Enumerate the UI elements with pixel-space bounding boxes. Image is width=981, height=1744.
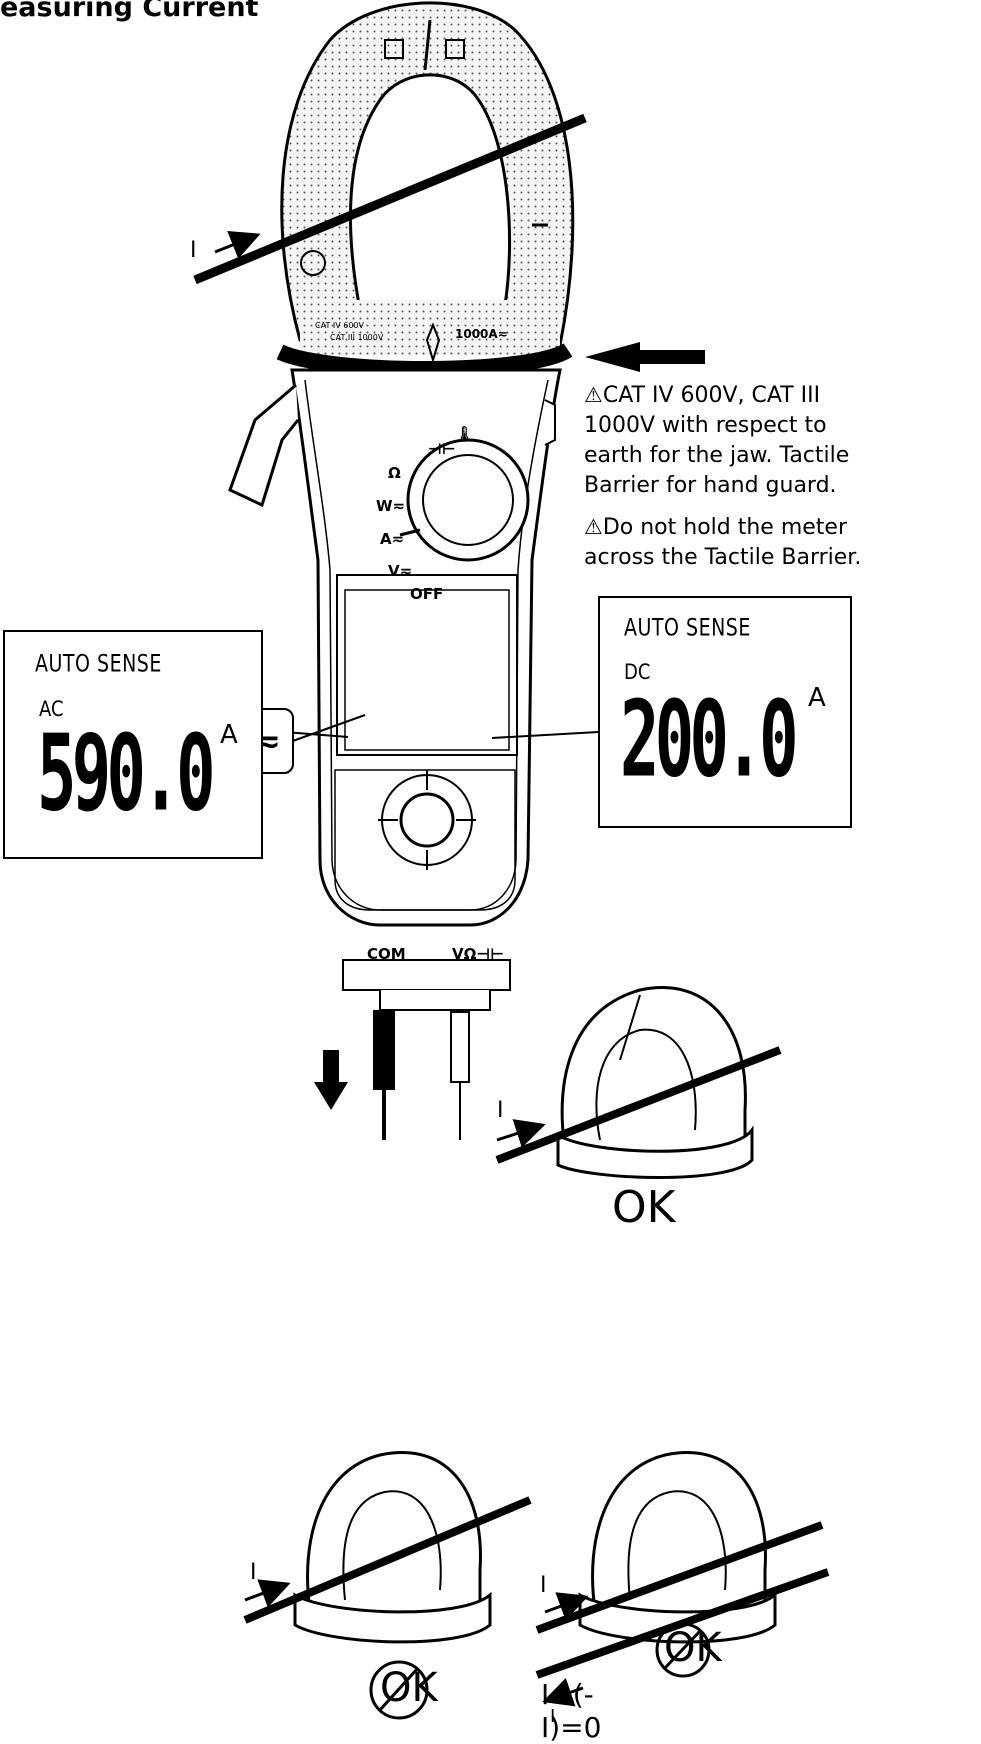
lcd-reading: 200.0 (620, 678, 799, 801)
barrier-pointer-arrow (585, 342, 705, 372)
terminal-v: VΩ⊣⊢ (452, 945, 504, 963)
lcd-leader-right (491, 731, 599, 739)
jaw-cat-label: CAT IV 600V (315, 321, 365, 330)
selector-v: V≂ (388, 562, 413, 580)
terminal-com: COM (367, 945, 406, 963)
jaw-cat2-label: CAT III 1000V (330, 333, 384, 342)
lcd-unit: A (808, 683, 826, 713)
selector-ohm: Ω (388, 464, 401, 482)
warning-cat-text: CAT IV 600V, CAT III 1000V with respect … (584, 383, 850, 498)
current-label: I (190, 238, 197, 263)
jaw-rating-label: 1000A≂ (455, 327, 508, 341)
lcd-mode: AC (39, 697, 64, 723)
page-title: easuring Current (0, 0, 259, 23)
clamp-jaw (280, 1, 575, 364)
meter-body (228, 368, 562, 1011)
current-label: I (550, 1706, 556, 1727)
example-clamp-not-ok-1 (243, 1451, 532, 1720)
lcd-header: AUTO SENSE (35, 650, 162, 678)
ok-label: OK (612, 1182, 676, 1233)
selector-a: A≂ (380, 530, 405, 548)
current-arrow (214, 230, 261, 259)
down-arrow-icon (314, 1050, 348, 1110)
current-label: I (497, 1098, 504, 1123)
example-clamp-ok (495, 986, 782, 1179)
lcd-mode: DC (624, 660, 651, 686)
lcd-callout-ac: AUTO SENSE AC 590.0 A (3, 630, 263, 859)
warning-triangle-icon: ⚠ (584, 383, 603, 407)
badge-leader (289, 714, 366, 743)
warning-triangle-icon: ⚠ (584, 515, 603, 539)
warning-hold-text: Do not hold the meter across the Tactile… (584, 515, 862, 570)
current-label: I (540, 1573, 547, 1598)
example-clamp-not-ok-2 (535, 1451, 830, 1707)
cancel-formula: I+(-I)=0 (541, 1678, 602, 1744)
warning-cat: ⚠CAT IV 600V, CAT III 1000V with respect… (584, 380, 884, 501)
selector-temp: 🌡 (455, 425, 475, 443)
lcd-unit: A (220, 720, 238, 750)
lcd-callout-dc: AUTO SENSE DC 200.0 A (598, 596, 852, 828)
lcd-reading: 590.0 (37, 712, 216, 835)
warning-hold: ⚠Do not hold the meter across the Tactil… (584, 512, 884, 573)
current-label: I (250, 1560, 257, 1585)
selector-cap: ⊣⊢ (428, 440, 456, 458)
test-leads (373, 1010, 470, 1140)
selector-off: OFF (410, 585, 444, 603)
not-ok-label: OK (380, 1665, 438, 1711)
not-ok-label: OK (664, 1625, 722, 1671)
selector-w: W≂ (376, 497, 406, 515)
lcd-header: AUTO SENSE (624, 614, 751, 642)
